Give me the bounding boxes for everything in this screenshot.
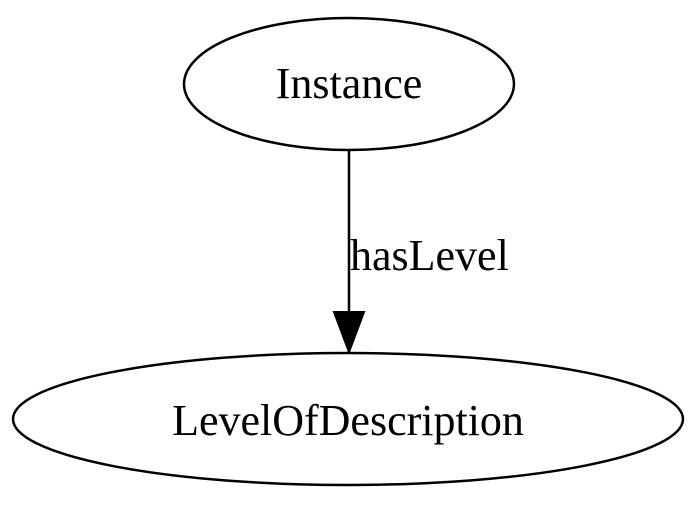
node-level-of-description-ellipse: [11, 351, 685, 487]
node-instance-label: Instance: [276, 59, 423, 108]
node-level-of-description-label: LevelOfDescription: [172, 396, 524, 445]
node-level-of-description: LevelOfDescription: [11, 351, 685, 487]
edge-has-level: hasLevel: [332, 150, 509, 355]
edge-has-level-arrowhead: [332, 311, 366, 355]
edge-has-level-label: hasLevel: [350, 231, 509, 280]
